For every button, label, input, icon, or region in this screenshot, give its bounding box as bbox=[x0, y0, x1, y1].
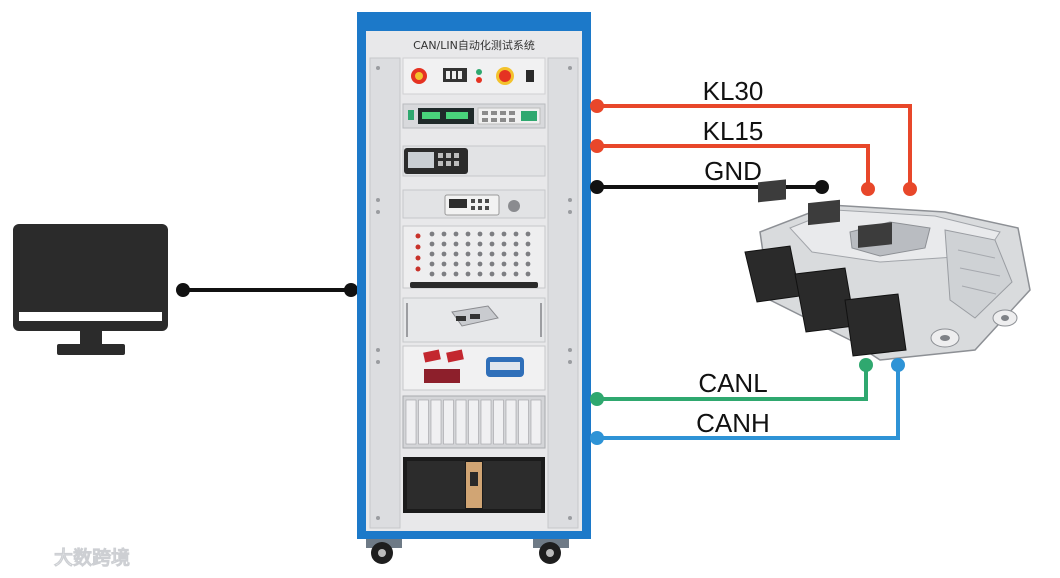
wire-kl15: KL15 bbox=[590, 116, 875, 196]
pc-link-wire bbox=[176, 283, 358, 297]
rack-wheel-icon bbox=[533, 538, 569, 564]
wire-canh: CANH bbox=[590, 358, 905, 445]
ecu-module-icon bbox=[744, 179, 1031, 361]
rack-power-supply bbox=[402, 103, 546, 129]
rack-wheel-icon bbox=[366, 538, 402, 564]
brand-logo-icon bbox=[9, 539, 51, 564]
ecu-connector-icon bbox=[744, 179, 801, 303]
ecu-connector-icon bbox=[844, 222, 907, 357]
wire-label-kl30: KL30 bbox=[703, 76, 764, 106]
rack-interface-boxes bbox=[402, 345, 546, 391]
test-rack: CAN/LIN自动化测试系统 bbox=[357, 12, 591, 564]
watermark-text: 大数跨境 bbox=[54, 546, 130, 569]
rack-industrial-pc bbox=[403, 457, 545, 513]
rack-card-cage bbox=[402, 395, 546, 449]
rack-instrument bbox=[402, 145, 546, 177]
rack-control-panel bbox=[402, 57, 546, 95]
wire-label-kl15: KL15 bbox=[703, 116, 764, 146]
rack-ecu-drawer bbox=[402, 297, 546, 343]
rack-multimeter bbox=[402, 189, 546, 219]
rack-breakout-panel bbox=[402, 225, 546, 289]
watermark: 大数跨境 bbox=[9, 539, 130, 569]
wire-canl: CANL bbox=[590, 358, 873, 406]
wire-kl30: KL30 bbox=[590, 76, 917, 196]
wire-label-canl: CANL bbox=[698, 368, 767, 398]
wire-gnd: GND bbox=[590, 156, 829, 194]
wire-label-gnd: GND bbox=[704, 156, 762, 186]
wire-label-canh: CANH bbox=[696, 408, 770, 438]
monitor-icon bbox=[13, 224, 168, 355]
rack-title: CAN/LIN自动化测试系统 bbox=[413, 38, 535, 52]
